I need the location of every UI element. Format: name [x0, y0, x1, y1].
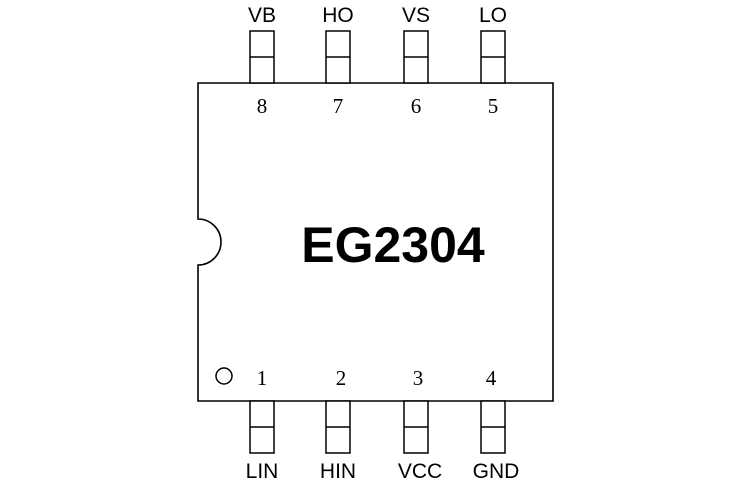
pin-7-number: 7 — [333, 94, 344, 118]
chip-part-number: EG2304 — [301, 217, 485, 273]
pin-6-name: VS — [402, 4, 430, 27]
pin-4-name: GND — [473, 460, 520, 483]
bottom-pin-row: 1 LIN 2 HIN 3 VCC 4 GND — [246, 366, 520, 483]
pin-1-number: 1 — [257, 366, 268, 390]
pin-6-number: 6 — [411, 94, 422, 118]
pin-6: VS 6 — [402, 4, 430, 118]
pin-3-number: 3 — [413, 366, 424, 390]
pin-2-number: 2 — [336, 366, 347, 390]
pin-7: HO 7 — [322, 4, 354, 118]
pin-3-name: VCC — [398, 460, 442, 483]
pin-4-number: 4 — [486, 366, 497, 390]
pin-4: 4 GND — [473, 366, 520, 483]
pin-8-name: VB — [248, 4, 276, 27]
top-pin-row: VB 8 HO 7 VS 6 LO 5 — [248, 4, 507, 118]
pin1-marker-circle — [215, 367, 233, 385]
pin-1: 1 LIN — [246, 366, 279, 483]
pin-5-name: LO — [479, 4, 507, 27]
pin-5: LO 5 — [479, 4, 507, 118]
pin-1-name: LIN — [246, 460, 279, 483]
pin-7-name: HO — [322, 4, 354, 27]
pin-8-number: 8 — [257, 94, 268, 118]
pin-5-number: 5 — [488, 94, 499, 118]
chip-body — [197, 82, 554, 402]
pin-2-name: HIN — [320, 460, 356, 483]
pin-2: 2 HIN — [320, 366, 356, 483]
pin-3: 3 VCC — [398, 366, 442, 483]
pin-8: VB 8 — [248, 4, 276, 118]
